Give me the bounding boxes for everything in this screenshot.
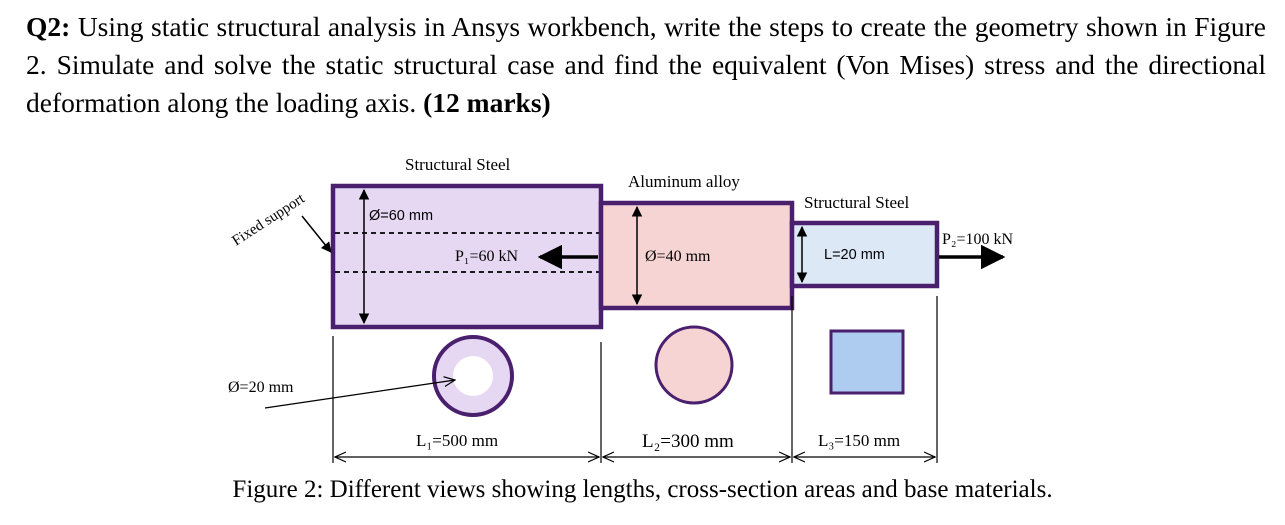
section3-material-label: Structural Steel — [804, 193, 910, 212]
question-body: Using static structural analysis in Ansy… — [26, 11, 1267, 118]
section3-load-label: P₂=100 kN — [942, 231, 1014, 248]
section1-diameter-label: Ø=60 mm — [369, 208, 433, 224]
length-l1-label: L₁=500 mm — [416, 431, 498, 450]
question-text: Q2: Using static structural analysis in … — [26, 8, 1266, 122]
section2-material-label: Aluminum alloy — [628, 172, 740, 191]
section1-load-label: P₁=60 kN — [455, 248, 519, 265]
section1-hole — [453, 356, 493, 396]
question-marks: (12 marks) — [423, 87, 551, 118]
section2-cross-section — [654, 325, 734, 405]
fixed-support-label: Fixed support — [229, 190, 308, 249]
fixed-support-pointer — [301, 215, 332, 253]
hole-diameter-leader — [264, 380, 455, 409]
hole-diameter-label: Ø=20 mm — [228, 379, 294, 396]
section2-diameter-label: Ø=40 mm — [645, 248, 711, 265]
section1-material-label: Structural Steel — [405, 155, 511, 174]
length-l3-label: L₃=150 mm — [818, 431, 900, 450]
length-l2-label: L₂=300 mm — [642, 431, 734, 452]
section3-side-label: L=20 mm — [824, 247, 885, 263]
section3-cross-section — [829, 329, 905, 395]
section3-steel-body — [789, 220, 940, 289]
figure-caption: Figure 2: Different views showing length… — [232, 476, 1053, 503]
question-label: Q2: — [26, 11, 71, 42]
